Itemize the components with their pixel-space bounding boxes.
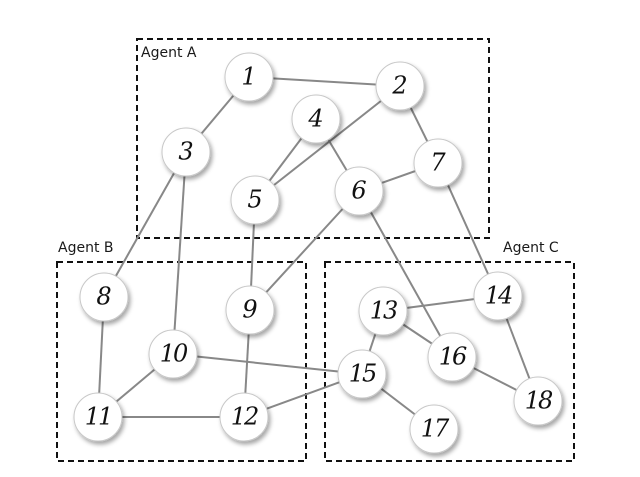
node-circle — [375, 61, 425, 111]
edge-6-16 — [358, 190, 453, 358]
node-3: 3 — [161, 127, 211, 177]
node-label: 10 — [160, 340, 188, 368]
edge-3-10 — [172, 151, 187, 355]
node-8: 8 — [79, 272, 129, 322]
agent-label-c: Agent C — [503, 240, 559, 256]
node-label: 18 — [525, 387, 553, 415]
node-circle — [148, 329, 198, 379]
node-circle — [334, 166, 384, 216]
node-circle — [413, 138, 463, 188]
node-1: 1 — [224, 52, 274, 102]
node-9: 9 — [225, 285, 275, 335]
node-label: 4 — [307, 105, 323, 133]
node-circle — [513, 376, 563, 426]
node-14: 14 — [473, 271, 523, 321]
node-11: 11 — [73, 392, 123, 442]
node-label: 3 — [178, 138, 193, 166]
agent-group-c: Agent C — [324, 240, 575, 462]
node-label: 9 — [242, 296, 257, 324]
node-label: 1 — [241, 63, 256, 91]
node-circle — [224, 52, 274, 102]
node-15: 15 — [337, 349, 387, 399]
node-circle — [230, 175, 280, 225]
node-2: 2 — [375, 61, 425, 111]
node-16: 16 — [427, 332, 477, 382]
node-circle — [358, 286, 408, 336]
node-label: 17 — [421, 415, 450, 443]
node-circle — [225, 285, 275, 335]
node-17: 17 — [409, 404, 459, 454]
node-circle — [337, 349, 387, 399]
edge-3-8 — [103, 151, 187, 298]
edge-1-2 — [248, 76, 401, 87]
node-label: 15 — [349, 360, 376, 388]
agent-group-b: Agent B — [56, 240, 307, 462]
edge-2-5 — [254, 85, 401, 201]
node-18: 18 — [513, 376, 563, 426]
node-label: 12 — [231, 403, 258, 431]
node-label: 5 — [247, 186, 262, 214]
node-12: 12 — [219, 392, 269, 442]
node-10: 10 — [148, 329, 198, 379]
node-circle — [427, 332, 477, 382]
node-label: 6 — [351, 177, 366, 205]
node-5: 5 — [230, 175, 280, 225]
node-4: 4 — [291, 94, 341, 144]
node-7: 7 — [413, 138, 463, 188]
agent-group-a: Agent A — [136, 38, 490, 239]
node-label: 2 — [391, 72, 407, 100]
edge-6-9 — [249, 190, 360, 311]
node-label: 7 — [430, 149, 446, 177]
agent-box-b — [56, 261, 307, 462]
node-circle — [73, 392, 123, 442]
edge-10-15 — [172, 353, 363, 375]
node-circle — [161, 127, 211, 177]
node-label: 11 — [85, 403, 112, 431]
agent-box-a — [136, 38, 490, 239]
node-label: 14 — [485, 282, 512, 310]
node-13: 13 — [358, 286, 408, 336]
node-6: 6 — [334, 166, 384, 216]
node-label: 8 — [96, 283, 111, 311]
node-circle — [409, 404, 459, 454]
node-circle — [79, 272, 129, 322]
node-circle — [473, 271, 523, 321]
node-label: 13 — [370, 297, 398, 325]
node-circle — [219, 392, 269, 442]
agent-label-b: Agent B — [58, 240, 114, 256]
node-circle — [291, 94, 341, 144]
node-label: 16 — [439, 343, 467, 371]
agent-box-c — [324, 261, 575, 462]
agent-label-a: Agent A — [141, 45, 197, 61]
